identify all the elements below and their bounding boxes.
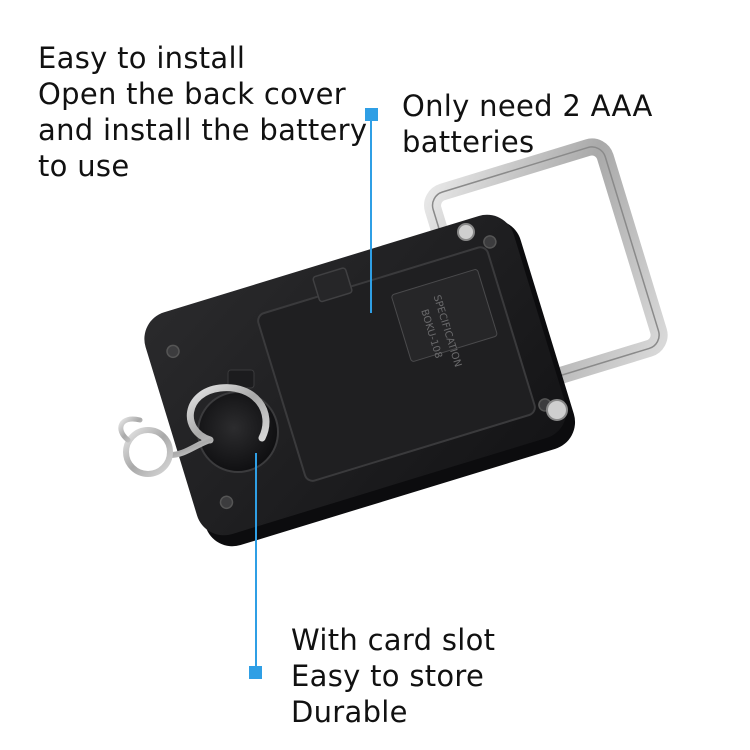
hinge-rivet	[457, 223, 568, 421]
install-line-1: Easy to install	[38, 41, 246, 75]
card-slot-annotation: With card slot Easy to store Durable	[291, 622, 495, 730]
battery-line-1: Only need 2 AAA	[402, 89, 653, 123]
card-slot-callout-line	[255, 453, 257, 666]
card-slot-line-2: Easy to store	[291, 659, 485, 693]
card-slot-line-3: Durable	[291, 695, 408, 729]
card-slot-line-1: With card slot	[291, 623, 496, 657]
battery-callout-line	[370, 121, 372, 313]
battery-line-2: batteries	[402, 125, 535, 159]
install-line-2: Open the back cover	[38, 77, 346, 111]
battery-callout-marker	[365, 108, 378, 121]
scale-body	[144, 214, 576, 547]
install-line-3: and install the battery	[38, 113, 368, 147]
battery-annotation: Only need 2 AAA batteries	[402, 88, 653, 160]
card-slot-callout-marker	[249, 666, 262, 679]
install-line-4: to use	[38, 149, 130, 183]
install-annotation: Easy to install Open the back cover and …	[38, 40, 367, 184]
metal-hook	[118, 384, 270, 477]
